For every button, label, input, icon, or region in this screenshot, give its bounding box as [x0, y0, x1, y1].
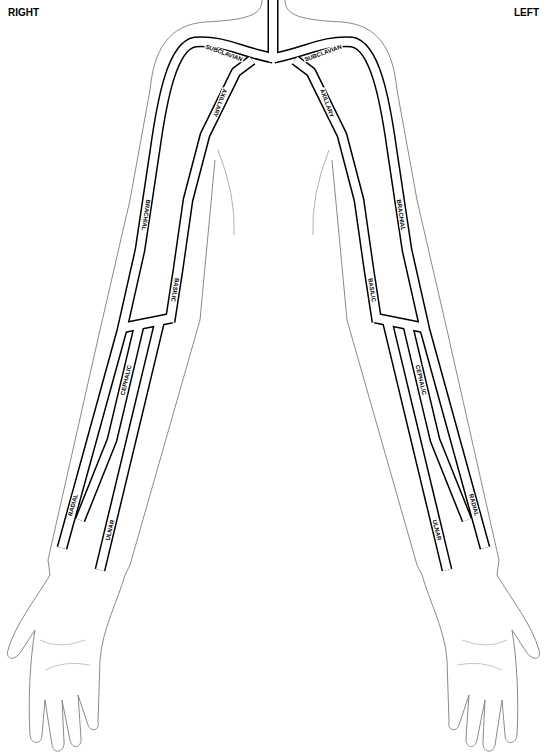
vein-lumen: [62, 0, 485, 570]
side-label: LEFT: [514, 8, 539, 18]
vein-label: SUBCLAVIAN: [204, 43, 244, 63]
vein-label: AXILLARY: [212, 87, 229, 119]
vein-label: CEPHALIC: [119, 363, 132, 396]
vein-label: BRACHIAL: [141, 198, 152, 232]
vein-label: ULNAR: [431, 518, 442, 542]
vein-label: SUBCLAVIAN: [303, 43, 343, 63]
side-label: RIGHT: [8, 8, 39, 18]
vein-label: ULNAR: [104, 518, 115, 542]
vein-label: BASILIC: [367, 277, 377, 304]
body-outline: [7, 0, 539, 751]
vein-label: RADIAL: [67, 492, 79, 517]
vein-label: AXILLARY: [319, 87, 336, 119]
vein-label: BRACHIAL: [396, 198, 407, 232]
vein-label: BASILIC: [170, 277, 180, 304]
vein-walls: [62, 0, 485, 570]
vein-label: CEPHALIC: [414, 363, 427, 396]
vein-label: RADIAL: [468, 492, 480, 517]
